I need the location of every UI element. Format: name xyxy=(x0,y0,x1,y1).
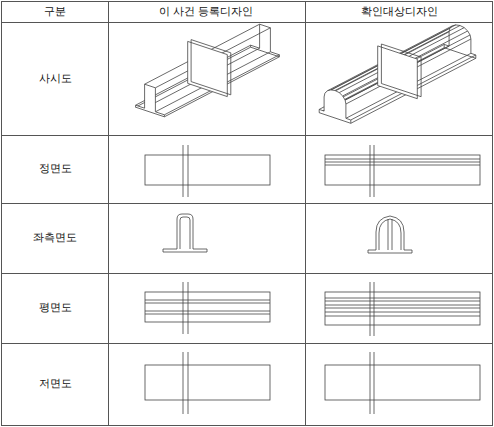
orthographic-drawings xyxy=(145,145,480,414)
row-header: 저면도 xyxy=(39,377,72,390)
column-header: 이 사건 등록디자인 xyxy=(159,5,254,18)
drawing-outline xyxy=(251,24,280,57)
drawing-outline xyxy=(136,84,165,117)
perspective-drawing xyxy=(136,24,476,123)
drawing-outline xyxy=(319,90,351,123)
column-header: 확인대상디자인 xyxy=(361,5,438,18)
row-header: 정면도 xyxy=(39,162,72,175)
drawing-outline xyxy=(191,40,231,95)
drawing-outline xyxy=(381,44,421,97)
row-header: 좌측면도 xyxy=(33,231,77,244)
row-header: 사시도 xyxy=(39,72,72,85)
column-header: 구분 xyxy=(44,5,66,18)
row-header: 평면도 xyxy=(39,301,72,314)
